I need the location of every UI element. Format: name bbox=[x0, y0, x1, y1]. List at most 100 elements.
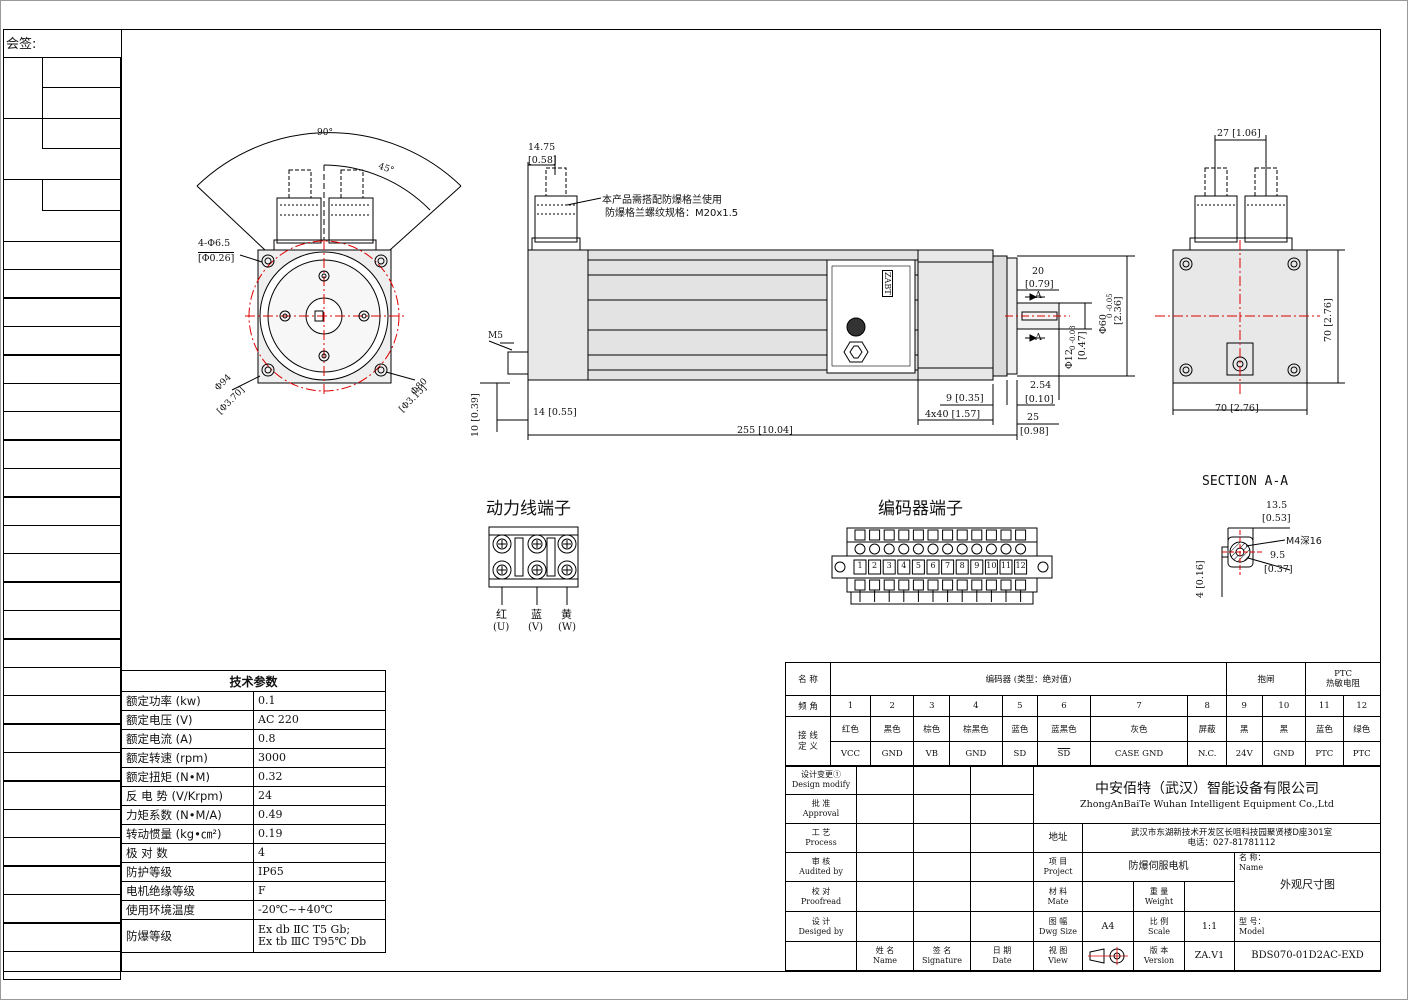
dia12-label: Φ12 bbox=[1064, 349, 1075, 369]
tech-param-value: -20℃~+40℃ bbox=[253, 900, 386, 920]
tb-sign-cell bbox=[970, 881, 1034, 912]
encoder-pin-number: 4 bbox=[901, 561, 907, 570]
encoder-pin-box bbox=[926, 559, 940, 575]
encoder-pin-screw bbox=[942, 543, 954, 555]
encoder-pin-number: 8 bbox=[959, 561, 965, 570]
pinout-brake-label: 抱闸 bbox=[1225, 662, 1307, 696]
encoder-pin-top bbox=[854, 529, 866, 541]
m5-label: M5 bbox=[488, 331, 503, 341]
encoder-pin-bottom bbox=[1000, 579, 1012, 591]
pinout-pin-number: 3 bbox=[913, 695, 951, 717]
power-terminal-drawing bbox=[488, 526, 579, 605]
pinout-signal: PTC bbox=[1342, 741, 1382, 767]
pinout-pin-number: 5 bbox=[1001, 695, 1039, 717]
tb-sign-cell bbox=[856, 794, 914, 824]
tb-size: A4 bbox=[1082, 911, 1134, 942]
tb-sign-cell bbox=[856, 852, 914, 882]
encoder-pin-screw bbox=[971, 543, 983, 555]
pinout-pin-number: 10 bbox=[1261, 695, 1307, 717]
pinout-wiring-label: 接 线 定 义 bbox=[785, 716, 831, 767]
angle-90-label: 90° bbox=[317, 128, 333, 138]
tb-sign-cell bbox=[856, 911, 914, 942]
tech-param-row: 使用环境温度-20℃~+40℃ bbox=[121, 900, 386, 920]
encoder-pin-bottom bbox=[985, 579, 997, 591]
encoder-terminal-drawing bbox=[831, 527, 1053, 605]
gland-note-1: 本产品需搭配防爆格兰使用 bbox=[602, 195, 722, 206]
dim-010: [0.10] bbox=[1025, 394, 1054, 405]
power-terminal-divider bbox=[514, 537, 524, 577]
pinout-wire-color: 黑色 bbox=[869, 716, 915, 742]
dim-20: 20 bbox=[1032, 266, 1045, 277]
dim-14: 14 [0.55] bbox=[533, 407, 577, 418]
tb-model-label: 型 号：Model bbox=[1234, 911, 1381, 942]
encoder-pin-bottom bbox=[854, 579, 866, 591]
tech-param-key: 额定功率 (kw) bbox=[121, 691, 254, 711]
dim-254: 2.54 bbox=[1030, 380, 1052, 391]
wire-u-phase: (U) bbox=[493, 622, 510, 633]
sign-box-7 bbox=[3, 57, 43, 119]
tb-sign-cell bbox=[970, 852, 1034, 882]
tb-company: 中安佰特（武汉）智能设备有限公司 ZhongAnBaiTe Wuhan Inte… bbox=[1033, 765, 1381, 824]
tech-param-key: 额定扭矩 (N•M) bbox=[121, 767, 254, 787]
pinout-signal: GND bbox=[949, 741, 1003, 767]
encoder-pin-number: 10 bbox=[986, 561, 997, 570]
tb-sign-cell bbox=[970, 765, 1034, 795]
tb-projection-symbol bbox=[1082, 941, 1134, 971]
power-pin-inner bbox=[531, 564, 543, 576]
pinout-pin-number: 9 bbox=[1225, 695, 1263, 717]
power-pin bbox=[527, 560, 547, 580]
section-dim-037: [0.37] bbox=[1264, 564, 1293, 575]
dim-098: [0.98] bbox=[1020, 426, 1049, 437]
tb-version: ZA.V1 bbox=[1184, 941, 1235, 971]
section-dim-135: 13.5 bbox=[1266, 500, 1288, 511]
pinout-signal: 24V bbox=[1225, 741, 1263, 767]
power-pin bbox=[557, 534, 577, 554]
section-title: SECTION A-A bbox=[1202, 474, 1289, 489]
encoder-pin-top bbox=[971, 529, 983, 541]
power-pin bbox=[492, 534, 512, 554]
encoder-pin-box bbox=[984, 559, 998, 575]
pinout-pin-number: 12 bbox=[1342, 695, 1382, 717]
wire-w-color: 黄 bbox=[561, 608, 572, 621]
tb-address-label: 地址 bbox=[1033, 823, 1083, 853]
encoder-pin-box bbox=[970, 559, 984, 575]
sign-label: 会签: bbox=[6, 37, 37, 52]
tb-sign-cell bbox=[856, 765, 914, 795]
section-a-bottom: A bbox=[1035, 332, 1042, 343]
encoder-pin-number: 7 bbox=[945, 561, 951, 570]
tech-param-value: 0.8 bbox=[253, 729, 386, 749]
power-pin bbox=[557, 560, 577, 580]
pinout-pin-number: 6 bbox=[1037, 695, 1091, 717]
power-pin-inner bbox=[561, 538, 573, 550]
pinout-wire-color: 绿色 bbox=[1342, 716, 1382, 742]
tb-sign-cell bbox=[913, 823, 971, 853]
pinout-signal: VCC bbox=[830, 741, 871, 767]
tech-param-row: 额定电压 (V)AC 220 bbox=[121, 710, 386, 730]
encoder-pin-screw bbox=[927, 543, 939, 555]
encoder-pin-box bbox=[955, 559, 969, 575]
encoder-pin-number: 9 bbox=[974, 561, 980, 570]
encoder-pin-bottom bbox=[956, 579, 968, 591]
encoder-pin-box bbox=[882, 559, 896, 575]
tb-sign-cell bbox=[913, 765, 971, 795]
rear-dim-70-horizontal: 70 [2.76] bbox=[1215, 403, 1259, 414]
encoder-pin-box bbox=[853, 559, 867, 575]
pinout-signal: GND bbox=[1261, 741, 1307, 767]
encoder-pin-top bbox=[985, 529, 997, 541]
sign-strip bbox=[3, 29, 122, 972]
encoder-pin-screw bbox=[985, 543, 997, 555]
encoder-pin-top bbox=[898, 529, 910, 541]
tech-param-key: 额定转速 (rpm) bbox=[121, 748, 254, 768]
rear-view bbox=[1155, 135, 1345, 415]
tech-params-title: 技术参数 bbox=[121, 670, 386, 692]
encoder-pin-top bbox=[956, 529, 968, 541]
encoder-pin-bottom bbox=[927, 579, 939, 591]
